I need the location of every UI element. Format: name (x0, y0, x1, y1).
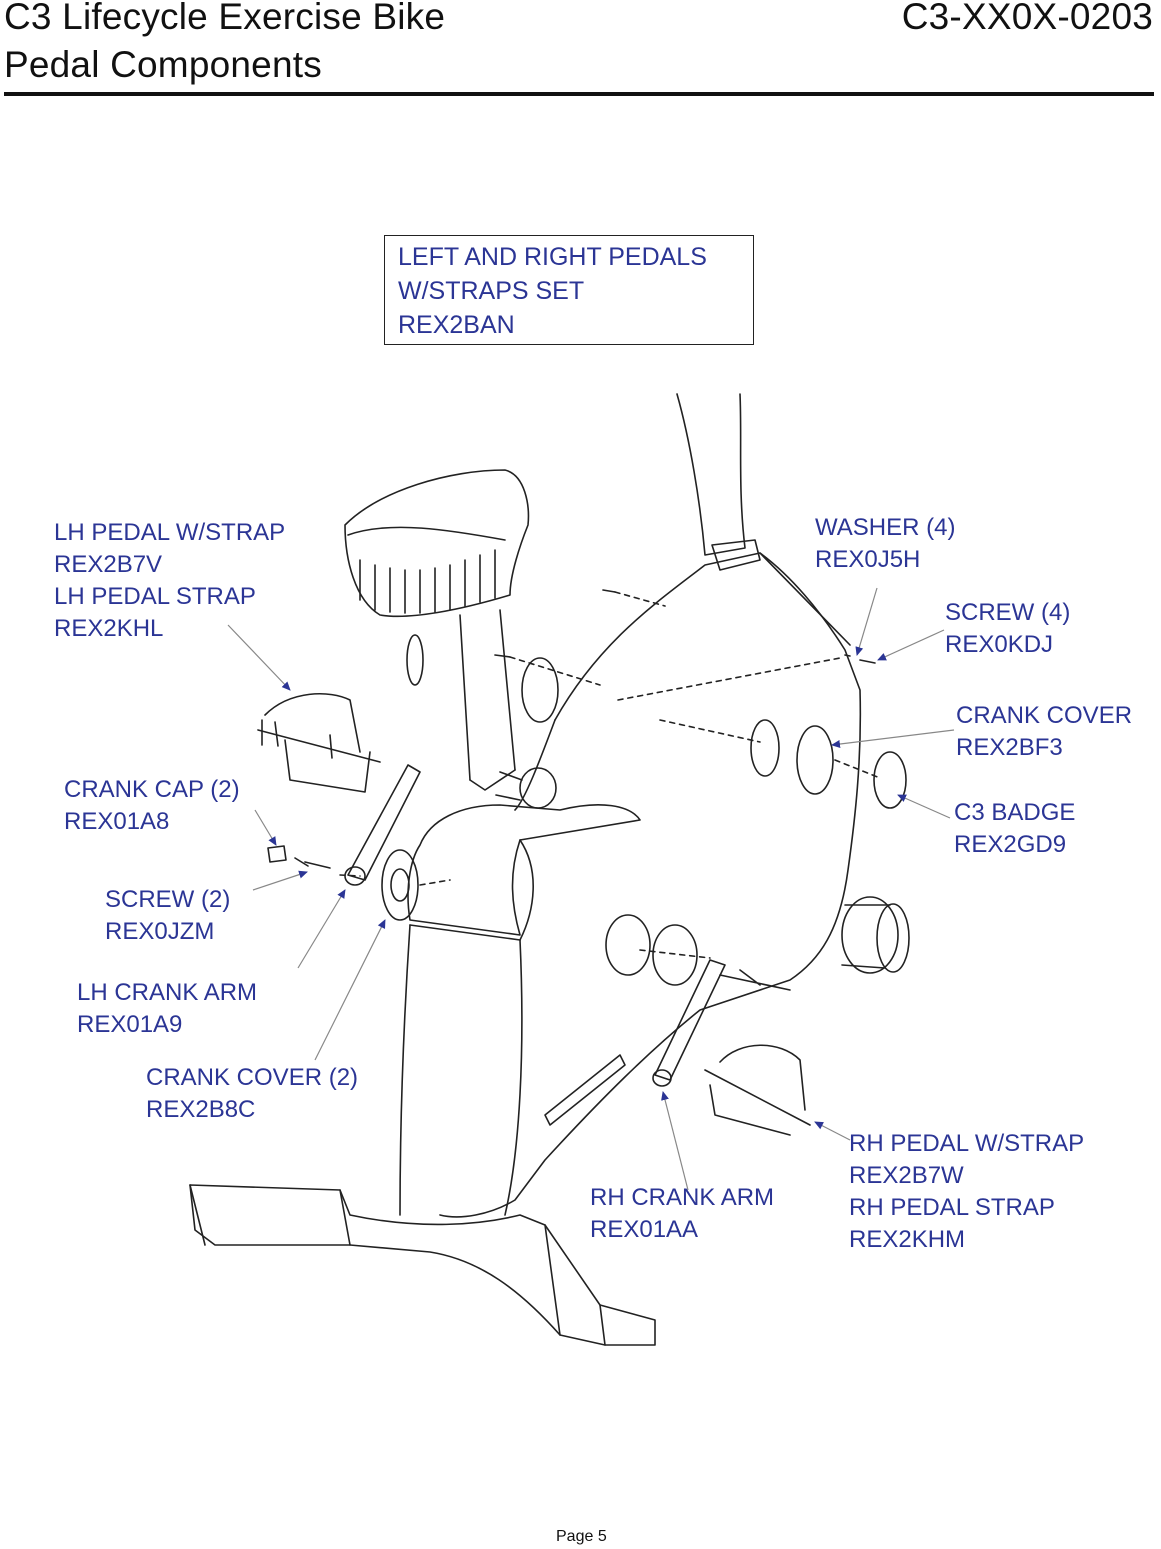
lh-pedal-strap-name: LH PEDAL STRAP (54, 583, 256, 610)
rh-pedal-part: REX2B7W (849, 1162, 964, 1189)
crank-cover-name: CRANK COVER (956, 702, 1133, 729)
callout-screw-2: SCREW (2) REX0JZM (105, 884, 230, 948)
crank-cover2-part: REX2B8C (146, 1096, 256, 1123)
base-stabilizer (189, 1184, 656, 1346)
lh-pedal-strap-part: REX2KHL (54, 615, 164, 642)
c3-badge-part: REX2GD9 (954, 831, 1067, 858)
callout-washer: WASHER (4) REX0J5H (815, 512, 955, 576)
callout-crank-cover-2: CRANK COVER (2) REX2B8C (146, 1062, 358, 1126)
rh-crank-arm-name: RH CRANK ARM (590, 1184, 775, 1211)
handlebar-post (676, 393, 746, 556)
washer-part: REX0J5H (815, 546, 921, 573)
callout-c3-badge: C3 BADGE REX2GD9 (954, 797, 1075, 861)
c3-badge-name: C3 BADGE (954, 799, 1076, 826)
callout-crank-cap: CRANK CAP (2) REX01A8 (64, 774, 240, 838)
rh-crank-cover-disc (605, 914, 651, 976)
lh-crank-arm-shape (347, 764, 421, 881)
rh-crank-arm-part: REX01AA (590, 1216, 699, 1243)
rh-pedal-strap-part: REX2KHM (849, 1226, 966, 1253)
lh-pedal-name: LH PEDAL W/STRAP (54, 519, 286, 546)
callout-lh-crank-arm: LH CRANK ARM REX01A9 (77, 977, 257, 1041)
crank-cover-right (796, 725, 834, 795)
resistance-knob (841, 896, 899, 974)
page-number: Page 5 (556, 1528, 607, 1545)
washer-name: WASHER (4) (815, 514, 956, 541)
callout-rh-crank-arm: RH CRANK ARM REX01AA (590, 1182, 774, 1246)
pedal-set-part: REX2BAN (398, 311, 515, 339)
crank-cap-name: CRANK CAP (2) (64, 776, 240, 803)
upright-column (399, 924, 523, 1216)
callout-rh-pedal: RH PEDAL W/STRAP REX2B7W RH PEDAL STRAP … (849, 1128, 1084, 1256)
screw4-part: REX0KDJ (945, 631, 1054, 658)
main-frame-body (439, 552, 862, 1218)
pedal-set-box: LEFT AND RIGHT PEDALS W/STRAPS SET REX2B… (384, 235, 754, 345)
crank-cap-shape (267, 845, 287, 863)
rh-pedal-name: RH PEDAL W/STRAP (849, 1130, 1085, 1157)
lh-crank-cover-disc (381, 849, 419, 921)
crank-cap-part: REX01A8 (64, 808, 170, 835)
pedal-set-line2: W/STRAPS SET (398, 277, 585, 305)
rh-pedal-shape (704, 1044, 811, 1136)
callout-crank-cover: CRANK COVER REX2BF3 (956, 700, 1132, 764)
c3-badge-shape (873, 751, 907, 809)
callout-screw-4: SCREW (4) REX0KDJ (945, 597, 1070, 661)
screw2-part: REX0JZM (105, 918, 215, 945)
lh-crank-arm-part: REX01A9 (77, 1011, 183, 1038)
rh-pedal-strap-name: RH PEDAL STRAP (849, 1194, 1055, 1221)
crank-cover-part: REX2BF3 (956, 734, 1063, 761)
lh-pedal-shape (257, 692, 381, 793)
document-title: C3 Lifecycle Exercise Bike (4, 0, 446, 37)
pedal-set-line1: LEFT AND RIGHT PEDALS (398, 243, 707, 271)
callout-lh-pedal: LH PEDAL W/STRAP REX2B7V LH PEDAL STRAP … (54, 517, 285, 645)
crank-cover2-name: CRANK COVER (2) (146, 1064, 359, 1091)
lower-shroud (407, 804, 641, 936)
header-rule (4, 92, 1154, 96)
document-number: C3-XX0X-0203 (901, 0, 1153, 37)
seat-post (459, 609, 516, 781)
lh-pedal-part: REX2B7V (54, 551, 163, 578)
document-subtitle: Pedal Components (4, 44, 322, 85)
lh-crank-arm-name: LH CRANK ARM (77, 979, 258, 1006)
screw2-name: SCREW (2) (105, 886, 231, 913)
seat (344, 469, 530, 618)
screw4-name: SCREW (4) (945, 599, 1071, 626)
